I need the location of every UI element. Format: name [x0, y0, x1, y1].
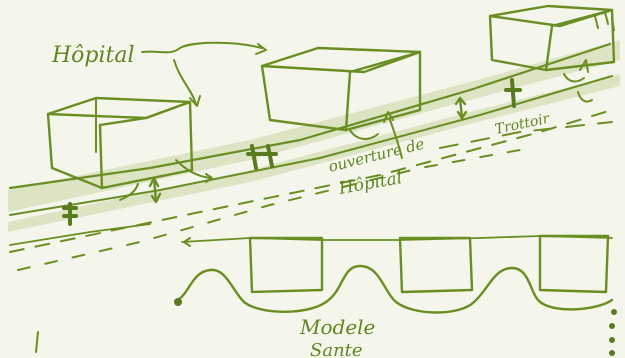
flow-start-dot — [174, 298, 182, 306]
label-model-line1: Modele — [299, 315, 375, 339]
label-hospital: Hôpital — [51, 43, 135, 68]
label-model-line2: Sante — [310, 340, 363, 358]
